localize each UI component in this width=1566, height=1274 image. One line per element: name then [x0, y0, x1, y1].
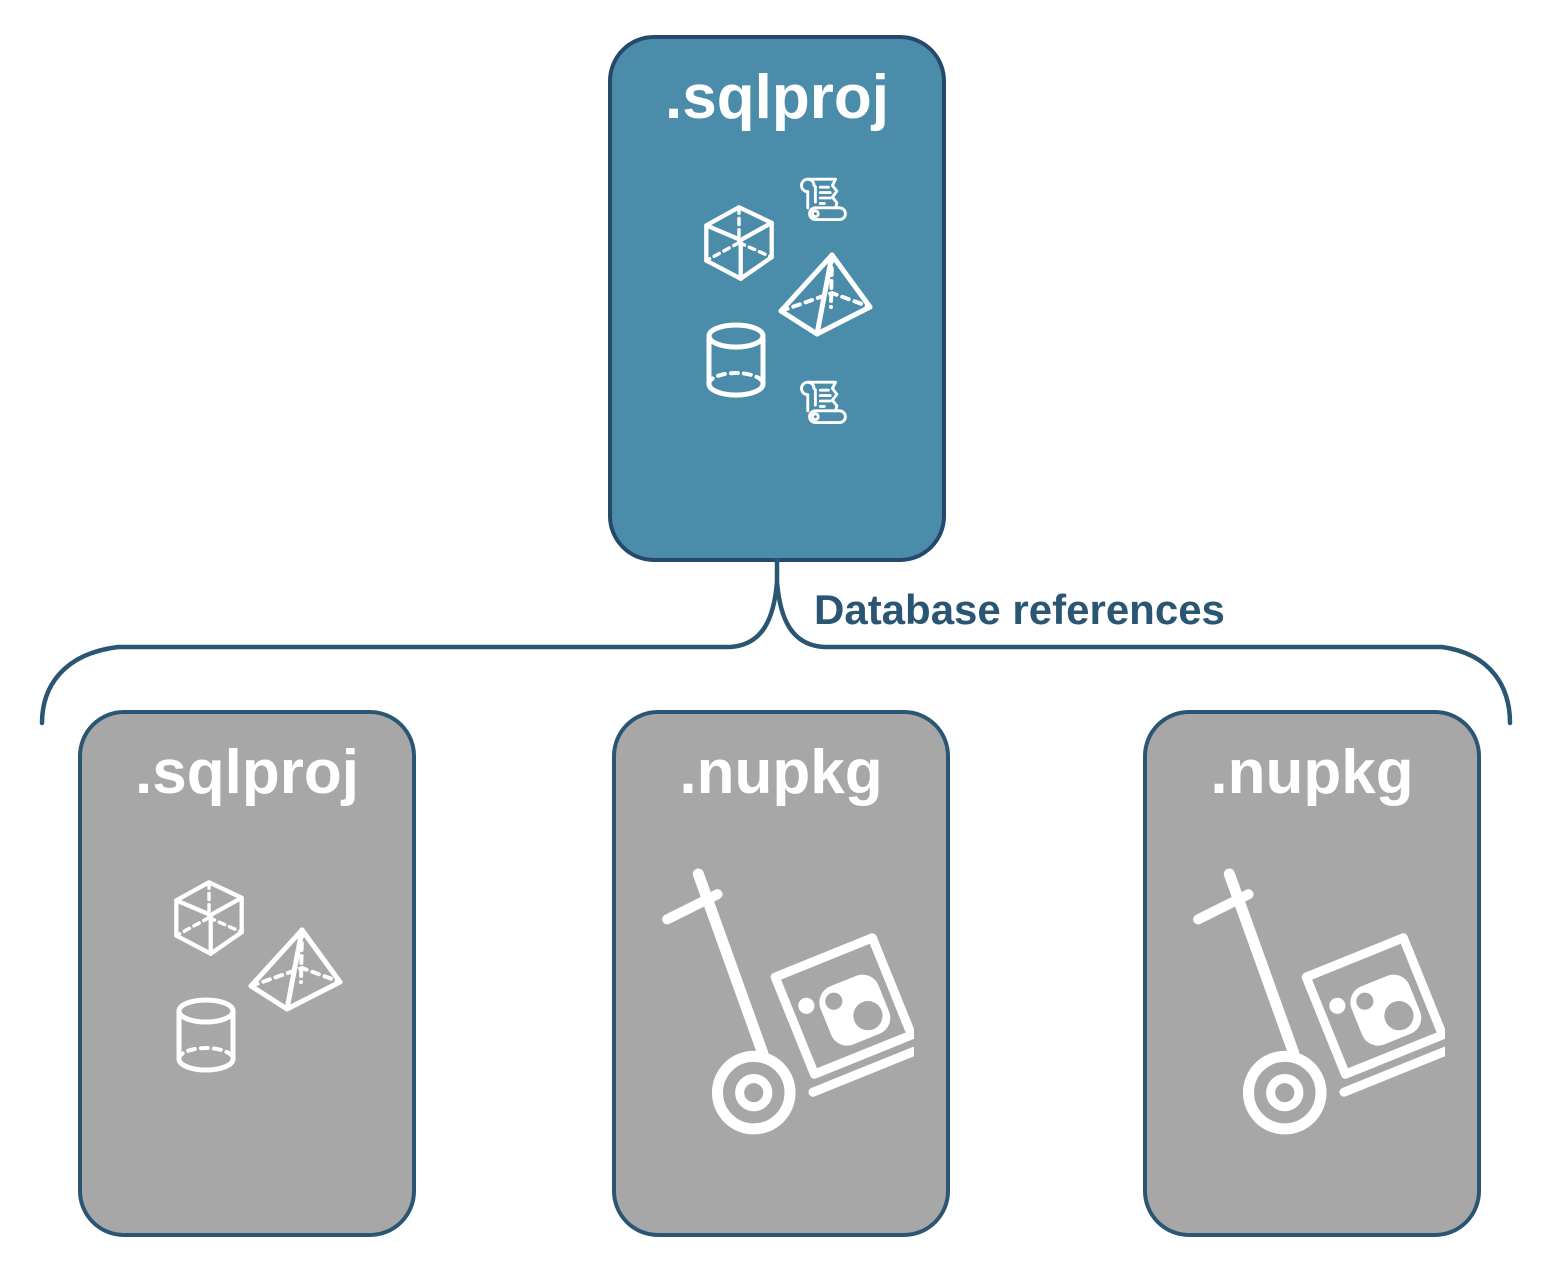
child-node-nupkg: .nupkg [1143, 710, 1481, 1237]
nuget-dolly-icon [1193, 862, 1445, 1144]
node-title: .sqlproj [665, 63, 889, 132]
scroll-icon [796, 375, 850, 427]
cube-icon [166, 876, 252, 960]
pyramid-icon [245, 925, 345, 1013]
cylinder-icon [173, 997, 239, 1073]
node-title: .sqlproj [135, 738, 359, 807]
child-node-nupkg: .nupkg [612, 710, 950, 1237]
brace-connector [39, 558, 1513, 726]
root-node-sqlproj: .sqlproj [608, 35, 946, 562]
database-references-label: Database references [814, 586, 1225, 633]
cube-icon [696, 201, 782, 285]
child-node-sqlproj: .sqlproj [78, 710, 416, 1237]
node-title: .nupkg [679, 738, 883, 807]
node-title: .nupkg [1210, 738, 1414, 807]
cylinder-icon [703, 322, 769, 398]
pyramid-icon [775, 250, 875, 338]
scroll-icon [796, 172, 850, 224]
nuget-dolly-icon [662, 862, 914, 1144]
